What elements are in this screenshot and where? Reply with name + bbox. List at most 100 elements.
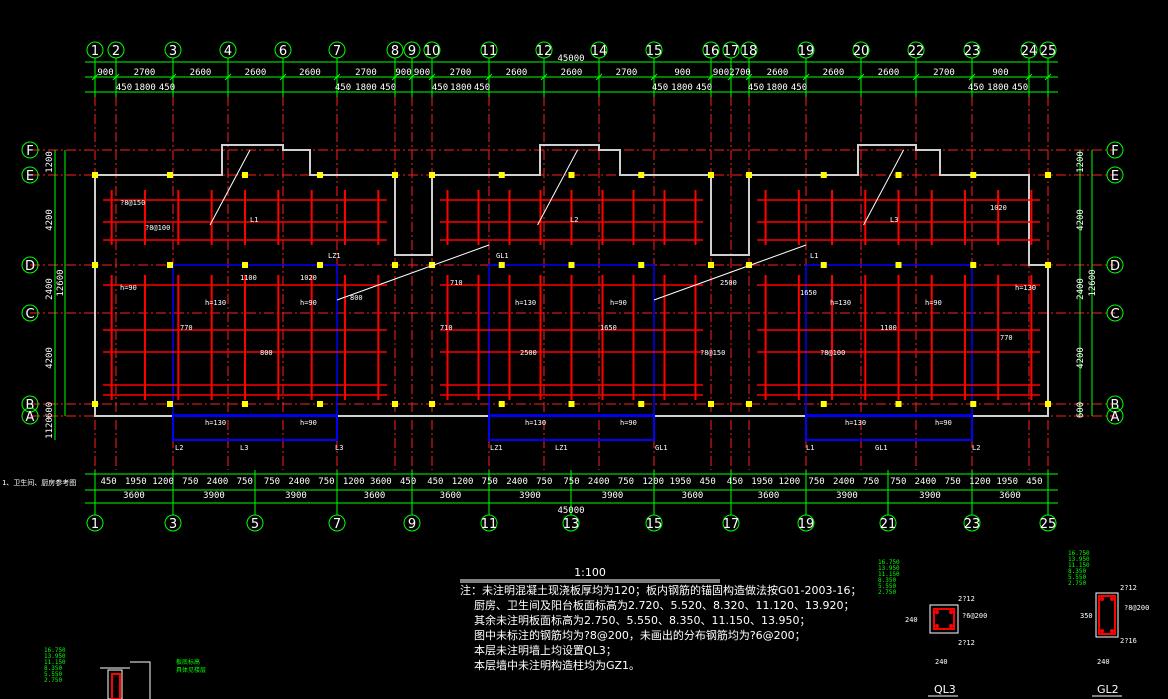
beam-label: GL1 [655,444,668,452]
axis-label-right: D [1110,259,1120,274]
structural-column [498,401,505,407]
axis-label-bottom: 11 [481,517,498,532]
scale-label: 1:100 [574,566,606,579]
axis-label-top: 25 [1040,44,1057,59]
axis-label-bottom: 3 [169,517,177,532]
structural-column [392,262,398,268]
slab-thickness-label: h=130 [1015,284,1036,292]
note-line-4: 本层未注明墙上均设置QL3； [474,643,617,657]
bottom-dim-row1: 450 [100,477,116,487]
axis-label-bottom: 23 [964,517,981,532]
axis-bubble-left: E [21,166,39,184]
axis-bubble-bottom: 17 [722,470,740,532]
bottom-dim-row1: 1200 [152,477,174,487]
beam-label: L3 [240,444,248,452]
gl2-top-bar: 2?12 [1120,584,1137,592]
axis-bubble-left: F [21,141,39,159]
slab-thickness-label: h=130 [205,419,226,427]
note-line-2: 其余未注明板面标高为2.750、5.550、8.350、11.150、13.95… [474,613,810,627]
rebar-spec-label: 1100 [240,274,257,282]
elevation-level: 5.550 [1068,574,1086,581]
slab-thickness-label: h=130 [845,419,866,427]
axis-bubble-bottom: 1 [86,470,104,532]
gl2-stirrup [1098,595,1116,635]
axis-bubble-bottom: 9 [403,470,421,532]
top-dim-row2: 450 [380,83,396,93]
axis-bubble-right: D [1106,256,1124,274]
axis-bubble-bottom: 13 [562,470,580,532]
axis-label-bottom: 9 [408,517,416,532]
structural-column [1045,401,1051,407]
top-dim-row1: 900 [97,68,113,78]
top-dim-row1: 2600 [878,68,900,78]
left-dim: 4200 [45,347,55,369]
structural-column [498,172,505,178]
beam-label: LZ1 [328,252,341,260]
left-dim: 1120 [45,417,55,439]
bottom-dim-row1: 450 [727,477,743,487]
axis-label-bottom: 21 [880,517,897,532]
ql3-title: QL3 [934,683,956,696]
bottom-dim-row2: 3600 [123,491,145,501]
top-dim-row2: 450 [335,83,351,93]
bottom-dim-row1: 750 [890,477,906,487]
rebar-spec-label: 710 [450,279,463,287]
rebar-spec-label: ?8@150 [120,199,145,207]
axis-bubble-right: B [1106,395,1124,413]
axis-label-top: 19 [798,44,815,59]
right-dim: 2400 [1076,278,1086,300]
beam-label: L1 [806,444,814,452]
axis-bubble-bottom: 7 [328,470,346,532]
axis-label-right: E [1111,169,1119,184]
left-dim: 2400 [45,278,55,300]
bottom-dim-row1: 2400 [207,477,229,487]
gl2-bottom-bar: 2?16 [1120,637,1137,645]
elevation-level: 8.350 [878,577,896,584]
top-dim-row1: 2600 [767,68,789,78]
top-dim-row2: 450 [748,83,764,93]
bottom-dim-row1: 750 [482,477,498,487]
top-dim-row1: 900 [992,68,1008,78]
bottom-dim-row1: 750 [237,477,253,487]
rebar-spec-label: ?8@150 [700,349,725,357]
slab-thickness-label: h=90 [300,299,317,307]
axis-label-top: 3 [169,44,177,59]
rebar-spec-label: 770 [1000,334,1013,342]
elevation-level: 2.750 [44,677,62,684]
axis-label-bottom: 7 [333,517,341,532]
bottom-dim-row1: 450 [427,477,443,487]
axis-label-top: 18 [741,44,758,59]
axis-bubble-top: 8 [386,41,404,97]
bottom-dim-row1: 1200 [642,477,664,487]
bottom-dim-row2: 3600 [440,491,462,501]
structural-column [708,172,714,178]
bottom-dim-row1: 750 [945,477,961,487]
axis-bubble-bottom: 23 [963,470,981,532]
elevation-level: 11.150 [878,571,900,578]
structural-column [708,401,714,407]
slab-thickness-label: h=130 [515,299,536,307]
axis-label-top: 1 [91,44,99,59]
structural-column [746,262,752,268]
bottom-dim-row1: 450 [400,477,416,487]
axis-label-top: 15 [646,44,663,59]
structural-column [746,172,752,178]
structural-column [429,262,435,268]
structural-column [317,172,323,178]
structural-column [498,262,505,268]
rebar-spec-label: 1650 [800,289,817,297]
top-dim-row2: 450 [159,83,175,93]
diagonal-link [336,244,490,301]
bottom-dim-row1: 450 [1026,477,1042,487]
balcony-slab [488,415,655,441]
bottom-dim-row2: 3900 [203,491,225,501]
ql3-section-outline [929,604,959,634]
structural-column [895,401,902,407]
top-dim-row1: 900 [395,68,411,78]
structural-column [242,172,248,178]
top-dim-row2: 450 [791,83,807,93]
top-dim-row1: 900 [414,68,430,78]
bottom-dim-row2: 3600 [682,491,704,501]
